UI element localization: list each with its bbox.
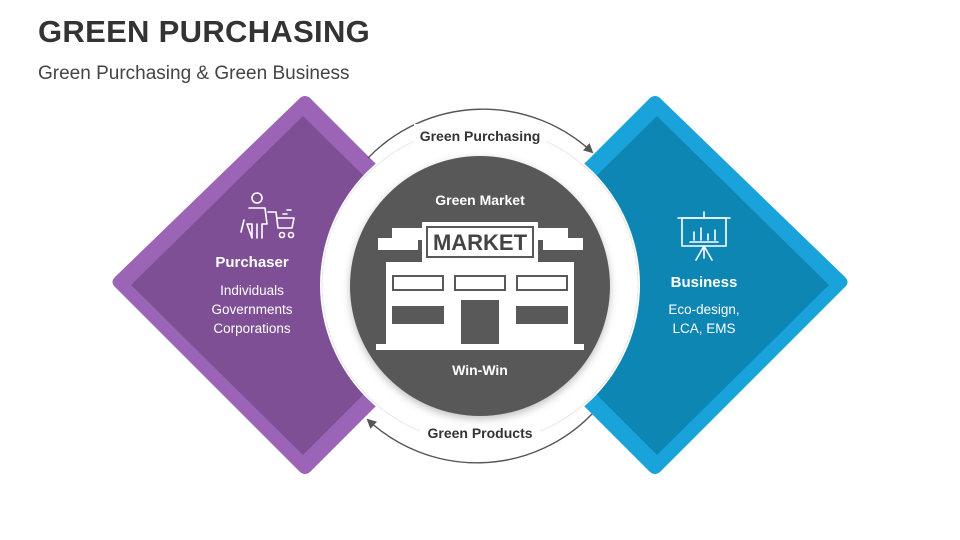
slide-subtitle: Green Purchasing & Green Business	[38, 63, 350, 84]
win-win-label: Win-Win	[452, 362, 508, 378]
green-purchasing-arrow	[367, 108, 594, 159]
green-products-arrow	[366, 413, 593, 464]
purchaser-line-2: Governments	[211, 302, 292, 317]
arrow-label-backing-bottom	[420, 422, 540, 444]
business-line-1: Eco-design,	[668, 302, 739, 317]
market-sign-text: MARKET	[433, 230, 528, 255]
green-market-label: Green Market	[435, 192, 525, 208]
arrow-label-backing-top	[414, 124, 546, 146]
purchaser-panel: Purchaser Individuals Governments Corpor…	[112, 96, 388, 474]
business-line-2: LCA, EMS	[672, 321, 735, 336]
presentation-board-icon	[677, 211, 731, 261]
purchaser-line-1: Individuals	[220, 283, 284, 298]
purchaser-diamond-inner	[131, 116, 378, 455]
business-title: Business	[671, 274, 738, 291]
purchaser-title: Purchaser	[215, 254, 289, 271]
shopper-with-cart-icon	[240, 192, 295, 239]
purchaser-line-3: Corporations	[213, 321, 291, 336]
slide-title: GREEN PURCHASING	[38, 14, 371, 49]
green-products-label: Green Products	[427, 425, 532, 441]
business-diamond-inner	[582, 116, 829, 455]
green-market-circle: Green Market MARKET Win-Win	[350, 156, 610, 416]
market-building-icon: MARKET	[376, 222, 584, 350]
green-purchasing-label: Green Purchasing	[420, 128, 541, 144]
business-panel: Business Eco-design, LCA, EMS	[572, 96, 848, 474]
